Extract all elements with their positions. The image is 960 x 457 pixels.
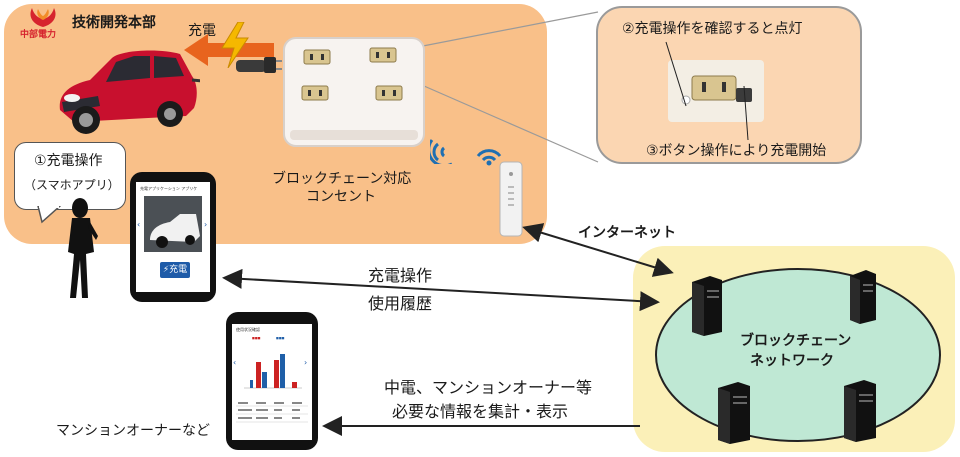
app-header-text: 充電アプリケーション アプリケ: [140, 186, 198, 191]
department-title: 技術開発本部: [72, 15, 156, 31]
server-node-icon: [844, 380, 876, 442]
bubble-line1: ①充電操作: [34, 153, 103, 169]
bubble-line2: （スマホアプリ）: [24, 178, 120, 192]
callout-step3-text: ③ボタン操作により充電開始: [646, 143, 827, 159]
woman-silhouette-icon: [68, 198, 98, 298]
report-next-icon[interactable]: ›: [304, 358, 308, 367]
report-screen: 使用状況確認 ■■■ ■■■ ‹ ›: [232, 324, 312, 440]
aggregate-label-line1: 中電、マンションオーナー等: [384, 378, 593, 397]
aggregate-label-line2: 必要な情報を集計・表示: [392, 402, 569, 421]
report-table: [236, 402, 308, 423]
network-label-line1: ブロックチェーン: [740, 333, 852, 349]
server-node-icon: [692, 276, 722, 336]
outlet-closeup-photo: [668, 60, 764, 122]
operation-label-line1: 充電操作: [368, 266, 433, 285]
speech-bubble-tail: [37, 206, 62, 224]
owners-label: マンションオーナーなど: [56, 423, 210, 439]
carousel-prev-icon[interactable]: ‹: [137, 220, 141, 229]
outlet-label-line1: ブロックチェーン対応: [272, 171, 412, 187]
internet-label: インターネット: [578, 225, 676, 241]
report-header-text: 使用状況確認: [236, 327, 260, 332]
charging-label: 充電: [188, 23, 216, 39]
report-legend-1: ■■■: [252, 336, 261, 340]
callout-step2-text: ②充電操作を確認すると点灯: [622, 21, 803, 37]
app-car-photo: [144, 196, 202, 252]
report-prev-icon[interactable]: ‹: [233, 358, 237, 367]
charge-button[interactable]: ⚡充電: [160, 262, 190, 278]
report-legend-2: ■■■: [276, 336, 285, 340]
blockchain-outlet-device: [283, 37, 425, 147]
charging-plug-icon: [236, 57, 282, 73]
lightning-bolt-icon: [221, 22, 249, 68]
carousel-next-icon[interactable]: ›: [204, 220, 208, 229]
callout-pointer-lines: [665, 41, 749, 141]
smartphone-app: 充電アプリケーション アプリケ ‹ › ⚡充電: [130, 172, 216, 302]
report-bar-chart: [244, 354, 302, 389]
charging-direction-arrow: [184, 34, 274, 66]
company-name: 中部電力: [20, 30, 57, 40]
app-screen: 充電アプリケーション アプリケ ‹ › ⚡充電: [136, 182, 210, 292]
electric-car-illustration: [59, 50, 200, 134]
wireless-signal-icon: [430, 139, 452, 164]
server-node-icon: [718, 382, 750, 444]
server-node-icon: [850, 270, 876, 324]
operation-label-line2: 使用履歴: [368, 294, 433, 313]
outlet-label-line2: コンセント: [306, 189, 376, 205]
router-device: [499, 161, 523, 237]
router-wifi-icon: [476, 149, 502, 166]
chubu-electric-logo: 中部電力: [14, 6, 74, 42]
smartphone-report: 使用状況確認 ■■■ ■■■ ‹ ›: [226, 312, 318, 450]
speech-bubble: [14, 142, 126, 210]
network-label-line2: ネットワーク: [750, 353, 834, 369]
